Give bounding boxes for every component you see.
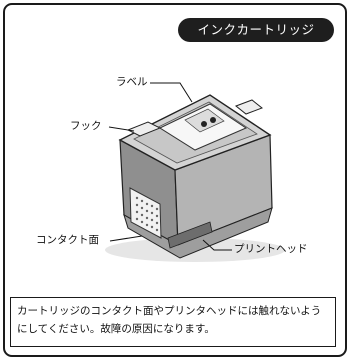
label-callout: ラベル	[116, 76, 148, 88]
hook-callout: フック	[70, 120, 102, 132]
contact-surface-callout: コンタクト面	[36, 234, 99, 246]
diagram-title: インクカートリッジ	[178, 18, 334, 42]
print-head-callout: プリントヘッド	[234, 243, 308, 255]
caution-note: カートリッジのコンタクト面やプリンタヘッドには触れないようにしてください。故障の…	[10, 297, 336, 347]
